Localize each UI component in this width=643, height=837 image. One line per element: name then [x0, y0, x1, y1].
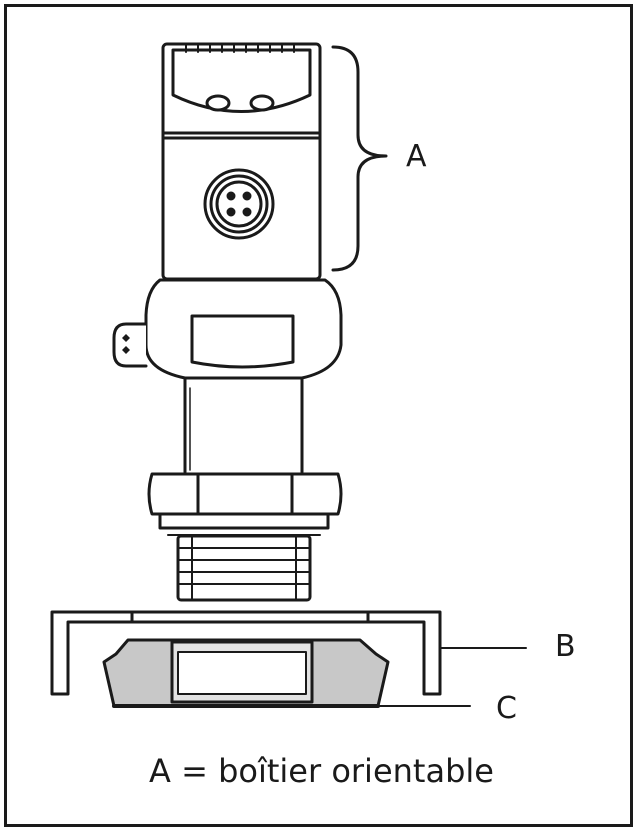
button-left-icon: [205, 94, 231, 112]
button-right-icon: [249, 94, 275, 112]
diagram-caption: A = boîtier orientable: [149, 752, 494, 790]
sensor-body: [112, 278, 343, 602]
hex-nut: [147, 472, 343, 516]
brace-a-icon: [331, 45, 388, 272]
body-label-window: [190, 314, 295, 369]
label-b: B: [555, 629, 576, 664]
display-window: [171, 48, 312, 113]
connector-icon: [203, 168, 275, 240]
led-housing: [112, 322, 148, 368]
display-ticks: [185, 44, 295, 53]
adapter-inner-bore: [177, 651, 307, 695]
process-thread: [176, 534, 312, 602]
led-dots-icon: [122, 334, 130, 354]
neck-outline: [183, 376, 304, 474]
thread-lines: [177, 535, 311, 601]
orientable-housing: [161, 42, 322, 281]
nut-washer: [158, 512, 330, 530]
weld-adapter: [102, 638, 390, 708]
mounting-bracket: [50, 610, 442, 696]
label-c: C: [496, 691, 517, 726]
label-a: A: [406, 139, 427, 174]
